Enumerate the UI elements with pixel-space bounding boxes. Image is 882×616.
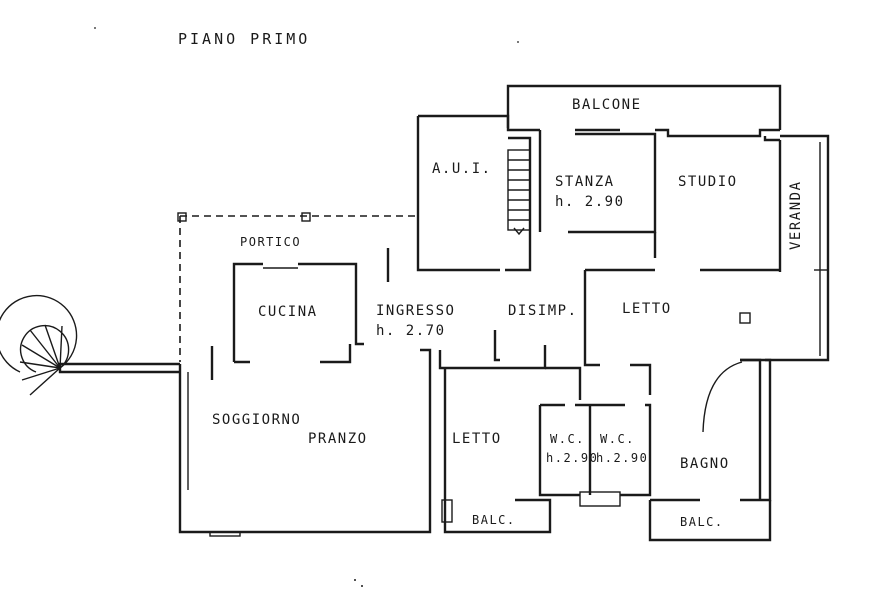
room-label-portico: PORTICO xyxy=(240,235,301,249)
room-label-disimp: DISIMP. xyxy=(508,303,578,319)
room-label-soggiorno: SOGGIORNO xyxy=(212,412,301,428)
veranda xyxy=(740,134,830,362)
stray-mark xyxy=(94,27,96,29)
room-label-ingresso: INGRESSO xyxy=(376,303,455,319)
room-label-wc2-height: h.2.90 xyxy=(596,451,648,465)
aui-room-wall xyxy=(416,116,532,272)
wc-shaft xyxy=(579,491,621,507)
outer-wall-top xyxy=(418,114,780,138)
room-label-wc1-height: h.2.90 xyxy=(546,451,598,465)
letto-left-wall xyxy=(443,366,582,534)
portico-pillar-left xyxy=(177,212,187,222)
spiral-stair xyxy=(0,294,78,396)
room-label-pranzo: PRANZO xyxy=(308,431,368,447)
bagno-door-arc xyxy=(702,361,743,433)
letto-right-wall xyxy=(583,268,780,395)
balcone-outline xyxy=(506,84,782,130)
room-label-stanza: STANZA xyxy=(555,174,615,190)
ingresso-wall xyxy=(438,330,547,370)
portico-pillar-right xyxy=(301,212,311,222)
room-label-ingresso-height: h. 2.70 xyxy=(376,323,446,339)
plan-title: PIANO PRIMO xyxy=(178,30,310,48)
stray-mark xyxy=(361,585,363,587)
balc-right-wall xyxy=(648,500,772,542)
room-label-balc-left: BALC. xyxy=(472,513,516,527)
letto-right-fixture xyxy=(739,312,751,324)
room-label-wc1: W.C. xyxy=(550,432,585,446)
room-label-wc2: W.C. xyxy=(600,432,635,446)
room-label-aui: A.U.I. xyxy=(432,161,492,177)
room-label-cucina: CUCINA xyxy=(258,304,318,320)
portico-outline xyxy=(179,215,418,362)
room-label-balc-right: BALC. xyxy=(680,515,724,529)
soggiorno-sill xyxy=(209,531,241,537)
stray-mark xyxy=(354,579,356,581)
room-label-studio: STUDIO xyxy=(678,174,738,190)
room-label-letto-left: LETTO xyxy=(452,431,502,447)
cucina-wall xyxy=(232,262,364,364)
stair xyxy=(507,149,531,236)
soggiorno-wall xyxy=(58,348,432,534)
letto-left-closet xyxy=(441,499,453,523)
room-label-balcone: BALCONE xyxy=(572,97,642,113)
room-label-letto-right: LETTO xyxy=(622,301,672,317)
studio-wall xyxy=(653,136,782,272)
stray-mark xyxy=(517,41,519,43)
bagno-wall xyxy=(650,358,772,502)
room-label-stanza-height: h. 2.90 xyxy=(555,194,625,210)
wc-walls xyxy=(538,403,652,497)
stanza-wall xyxy=(538,130,657,234)
room-label-veranda: VERANDA xyxy=(788,180,804,250)
room-label-bagno: BAGNO xyxy=(680,456,730,472)
